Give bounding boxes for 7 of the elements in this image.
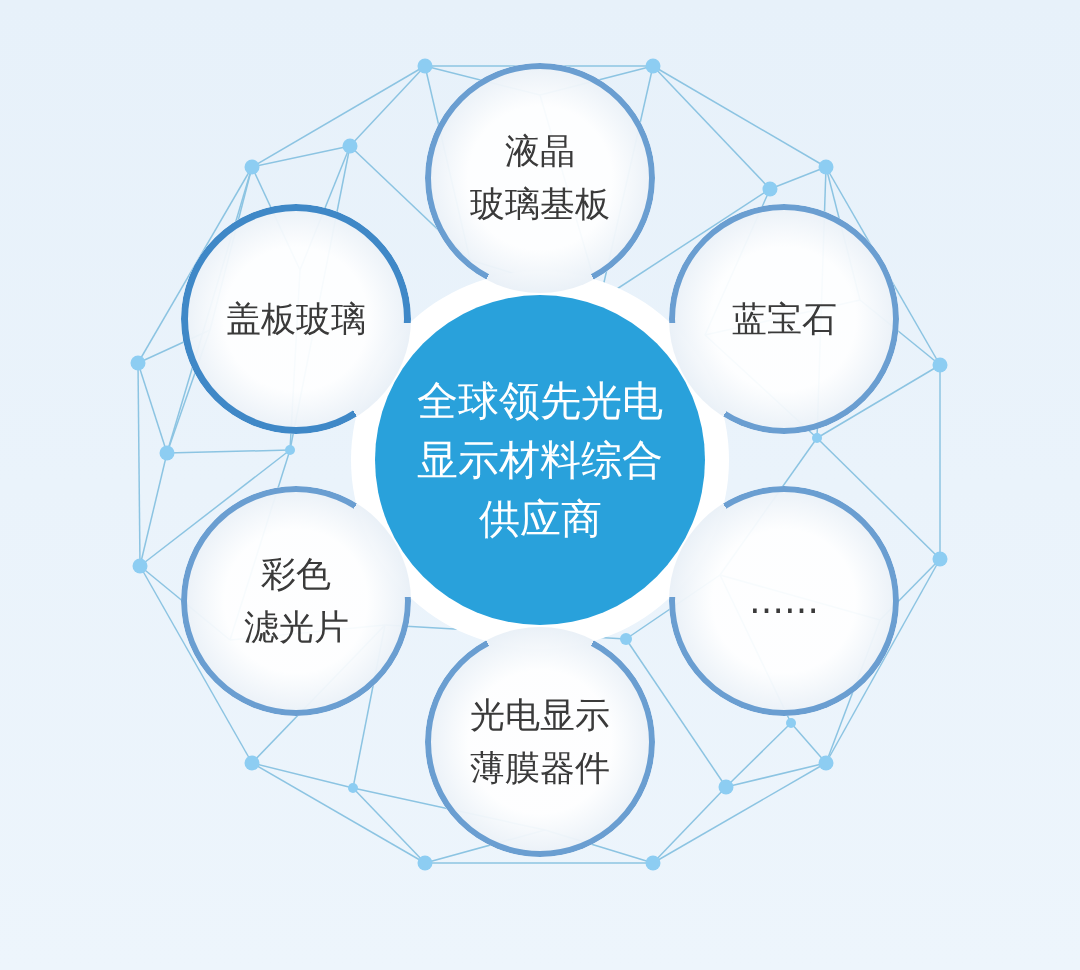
core-label: 全球领先光电显示材料综合供应商 (417, 375, 663, 545)
category-label: 液晶玻璃基板 (470, 130, 610, 226)
category-label: 光电显示薄膜器件 (470, 694, 610, 790)
category-label: 蓝宝石 (731, 297, 837, 341)
category-label: 盖板玻璃 (226, 297, 366, 341)
category-label: 彩色滤光片 (243, 553, 349, 649)
category-label: …… (749, 579, 819, 623)
